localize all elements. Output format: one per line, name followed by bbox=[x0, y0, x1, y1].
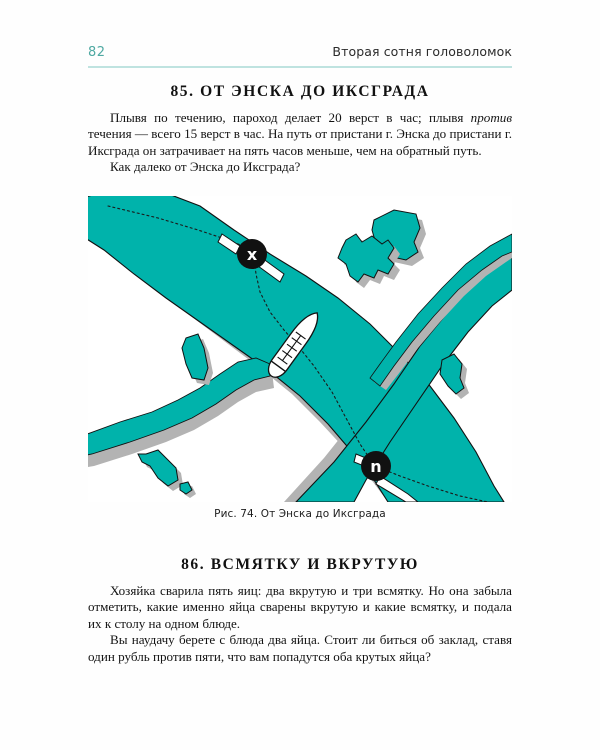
lake-cluster-top-right bbox=[338, 210, 426, 288]
city-marker-x[interactable]: x bbox=[237, 239, 267, 269]
city-marker-n-label: n bbox=[370, 457, 381, 476]
city-marker-x-label: x bbox=[247, 245, 258, 264]
section-body-86: Хозяйка сварила пять яиц: два вкрутую и … bbox=[88, 583, 512, 665]
emphasized-word: против bbox=[471, 110, 512, 125]
section-body-85: Плывя по течению, пароход делает 20 верс… bbox=[88, 110, 512, 176]
island-mid-left bbox=[182, 334, 213, 385]
section-heading-85: 85. ОТ ЭНСКА ДО ИКСГРАДА bbox=[88, 83, 512, 101]
paragraph: Вы наудачу берете с блюда два яйца. Стои… bbox=[88, 632, 512, 665]
island-right bbox=[440, 354, 469, 399]
header-rule bbox=[88, 66, 512, 68]
islets-bottom-left bbox=[138, 450, 196, 498]
running-head-title: Вторая сотня головоломок bbox=[332, 44, 512, 59]
running-head: 82 Вторая сотня головоломок bbox=[88, 44, 512, 64]
paragraph: Хозяйка сварила пять яиц: два вкрутую и … bbox=[88, 583, 512, 632]
page-number: 82 bbox=[88, 45, 106, 60]
paragraph: Плывя по течению, пароход делает 20 верс… bbox=[88, 110, 512, 159]
map-illustration: x n bbox=[88, 196, 512, 502]
paragraph: Как далеко от Энска до Иксграда? bbox=[88, 159, 512, 175]
river-map-svg: x n bbox=[88, 196, 512, 502]
section-heading-86: 86. ВСМЯТКУ И ВКРУТУЮ bbox=[88, 556, 512, 574]
city-marker-n[interactable]: n bbox=[361, 451, 391, 481]
tributary-stream bbox=[88, 358, 270, 456]
figure-caption: Рис. 74. От Энска до Иксграда bbox=[88, 508, 512, 520]
figure-74: x n Рис. 74. От Энска до Иксграда bbox=[88, 196, 512, 520]
